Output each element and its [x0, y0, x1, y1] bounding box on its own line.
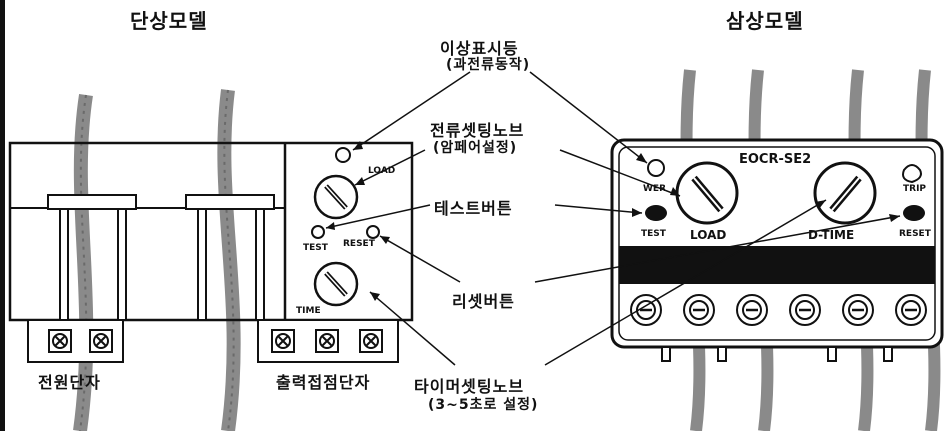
power-terminal-screw — [89, 329, 113, 353]
reset-button[interactable] — [903, 205, 925, 221]
callout-line-timer-three — [544, 199, 827, 366]
trip-label: TRIP — [903, 184, 926, 194]
current-knob-callout: 전류셋팅노브 — [430, 121, 525, 140]
terminal-screw — [894, 293, 928, 327]
wer-label: WER — [643, 184, 666, 194]
model-name: EOCR-SE2 — [739, 152, 811, 167]
wire-texture — [223, 89, 235, 431]
ct-window — [185, 194, 275, 210]
wire-texture — [79, 94, 88, 431]
time-label: TIME — [296, 306, 321, 316]
test-button[interactable] — [311, 225, 325, 239]
power-terminal-label: 전원단자 — [38, 373, 101, 392]
callout-lines — [325, 71, 901, 366]
mounting-foot — [661, 346, 671, 362]
callout-line-current-three — [559, 149, 681, 197]
terminal-screw — [682, 293, 716, 327]
three-phase-title: 삼상모델 — [726, 9, 804, 33]
callout-arrowheads — [326, 141, 900, 301]
reset-label: RESET — [343, 239, 376, 249]
mounting-foot — [717, 346, 727, 362]
relay-housing-inner — [618, 146, 936, 341]
output-terminal-screw — [359, 329, 383, 353]
callout-line-timer-single — [369, 291, 456, 366]
test-label: TEST — [641, 229, 667, 239]
callout-line-reset-three — [534, 215, 901, 283]
terminal-screw — [841, 293, 875, 327]
terminal-screw — [788, 293, 822, 327]
timer-knob-callout-note: (3~5초로 설정) — [428, 397, 539, 413]
load-knob[interactable] — [675, 161, 739, 225]
test-button-callout: 테스트버튼 — [434, 199, 513, 218]
callout-line-test-single — [325, 204, 431, 229]
ct-post — [117, 208, 127, 321]
output-terminal-screw — [271, 329, 295, 353]
single-phase-relay: LOAD TEST RESET TIME — [8, 89, 414, 431]
load-label: LOAD — [690, 228, 726, 242]
fault-lamp — [647, 159, 665, 177]
callout-line-test-three — [554, 204, 643, 214]
callout-line-fault-lamp-single — [352, 71, 471, 151]
current-knob-callout-note: (암페어설정) — [433, 140, 518, 156]
test-label: TEST — [303, 243, 329, 253]
output-terminal-label: 출력접점단자 — [276, 373, 371, 392]
single-phase-title: 단상모델 — [130, 9, 208, 33]
callout-line-reset-single — [379, 235, 461, 283]
fault-lamp — [335, 147, 351, 163]
time-knob[interactable] — [313, 261, 359, 307]
output-terminal-screw — [315, 329, 339, 353]
callout-line-current-single — [354, 149, 426, 186]
trip-lamp — [902, 164, 922, 184]
ct-post — [255, 208, 265, 321]
ct-post — [197, 208, 207, 321]
d-time-label: D-TIME — [808, 228, 854, 242]
three-phase-relay: EOCR-SE2 WER TEST LOAD D-TIME TRIP RESET — [610, 69, 944, 431]
display-bar — [619, 246, 935, 284]
callout-line-fault-lamp-three — [529, 71, 648, 164]
timer-knob-callout: 타이머셋팅노브 — [414, 377, 525, 396]
ct-post — [59, 208, 69, 321]
reset-button[interactable] — [366, 225, 380, 239]
mounting-foot — [827, 346, 837, 362]
reset-label: RESET — [899, 229, 932, 239]
fault-lamp-callout-note: (과전류동작) — [446, 57, 531, 73]
terminal-screw — [735, 293, 769, 327]
test-button[interactable] — [645, 205, 667, 221]
load-knob[interactable] — [313, 174, 359, 220]
ct-window — [47, 194, 137, 210]
reset-button-callout: 리셋버튼 — [452, 292, 515, 311]
mounting-foot — [883, 346, 893, 362]
d-time-knob[interactable] — [813, 161, 877, 225]
relay-housing — [8, 141, 414, 322]
fault-lamp-callout: 이상표시등 — [440, 39, 519, 58]
power-terminal-screw — [48, 329, 72, 353]
frame-edge — [0, 0, 5, 431]
